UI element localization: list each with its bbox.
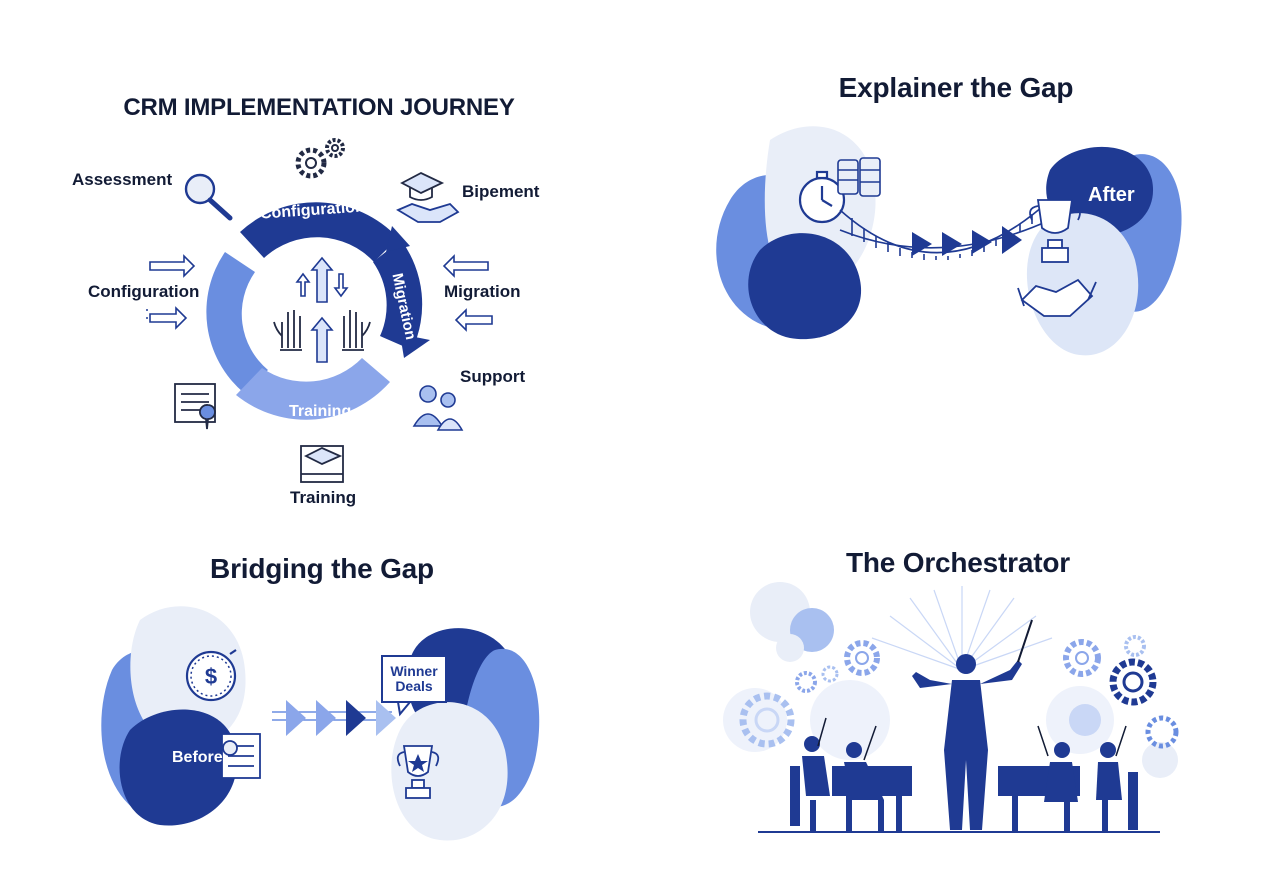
journey-ring-diagram bbox=[146, 138, 493, 483]
progress-arrows bbox=[272, 700, 396, 736]
laptop-cap-icon bbox=[300, 445, 344, 483]
support-people-icon bbox=[412, 385, 464, 431]
after-label: After bbox=[1088, 184, 1135, 206]
dollar-clock-icon bbox=[185, 649, 237, 702]
right-blob-pale-b bbox=[391, 702, 508, 841]
conductor-figure bbox=[912, 654, 1022, 830]
center-arrows-icon bbox=[295, 256, 349, 363]
ring-segment-top bbox=[240, 202, 398, 262]
magnifier-icon bbox=[184, 173, 233, 221]
gears-icon bbox=[295, 138, 345, 179]
bridging-title: Bridging the Gap bbox=[210, 553, 434, 584]
journey-title: CRM IMPLEMENTATION JOURNEY bbox=[123, 94, 515, 121]
label-assessment: Assessment bbox=[72, 170, 173, 189]
sign-line-2: Deals bbox=[395, 678, 433, 694]
explainer-illustration bbox=[716, 126, 1182, 356]
sign-line-1: Winner bbox=[390, 663, 438, 679]
journey-panel: CRM IMPLEMENTATION JOURNEY bbox=[0, 0, 640, 520]
handshake-icon-top bbox=[396, 202, 460, 223]
handshake-icon bbox=[1017, 278, 1097, 317]
ring-segment-right bbox=[373, 240, 423, 350]
document-icon-b bbox=[221, 733, 261, 779]
musicians-right bbox=[998, 742, 1138, 832]
orchestrator-illustration bbox=[723, 582, 1179, 833]
right-arrows-icon bbox=[442, 254, 493, 332]
left-arrows-icon bbox=[146, 254, 196, 330]
dollar-sign: $ bbox=[205, 664, 217, 689]
bridging-panel: Bridging the Gap $ bbox=[0, 520, 640, 896]
explainer-panel: Explainer the Gap bbox=[640, 0, 1280, 520]
musicians-left bbox=[790, 736, 912, 832]
label-configuration: Configuration bbox=[88, 282, 200, 301]
ring-arrow-top bbox=[386, 226, 410, 252]
violin-bows-right bbox=[1037, 725, 1127, 757]
label-migration: Migration bbox=[444, 282, 521, 301]
coin-stack-icon bbox=[837, 157, 881, 197]
orchestrator-title: The Orchestrator bbox=[846, 547, 1070, 578]
trophy-star bbox=[408, 754, 428, 772]
ring-segment-bottom bbox=[236, 358, 390, 420]
winner-deals-sign bbox=[381, 655, 447, 717]
hands-icon bbox=[273, 310, 371, 351]
document-icon bbox=[174, 383, 216, 430]
ring-label-training: Training bbox=[289, 403, 352, 420]
violin-bows-left bbox=[817, 717, 877, 761]
sign-text: Winner Deals bbox=[384, 664, 444, 694]
bridging-illustration: $ bbox=[101, 606, 540, 841]
stopwatch-icon bbox=[798, 170, 846, 224]
graduation-cap-icon bbox=[400, 171, 445, 201]
before-label: Before bbox=[172, 749, 223, 766]
label-support: Support bbox=[460, 367, 526, 386]
trophy-icon bbox=[1029, 199, 1081, 263]
left-blob-navy-b bbox=[119, 709, 237, 826]
label-bipement: Bipement bbox=[462, 182, 540, 201]
gears-cluster bbox=[739, 635, 1179, 749]
orchestrator-panel: The Orchestrator bbox=[640, 520, 1280, 896]
label-training: Training bbox=[290, 488, 357, 507]
bridge-arrows bbox=[912, 226, 1022, 256]
ring-segment-left bbox=[206, 252, 268, 393]
ring-arrow-right bbox=[400, 334, 430, 358]
explainer-title: Explainer the Gap bbox=[838, 72, 1074, 103]
left-blob-navy bbox=[748, 233, 862, 340]
baton bbox=[1017, 619, 1033, 663]
